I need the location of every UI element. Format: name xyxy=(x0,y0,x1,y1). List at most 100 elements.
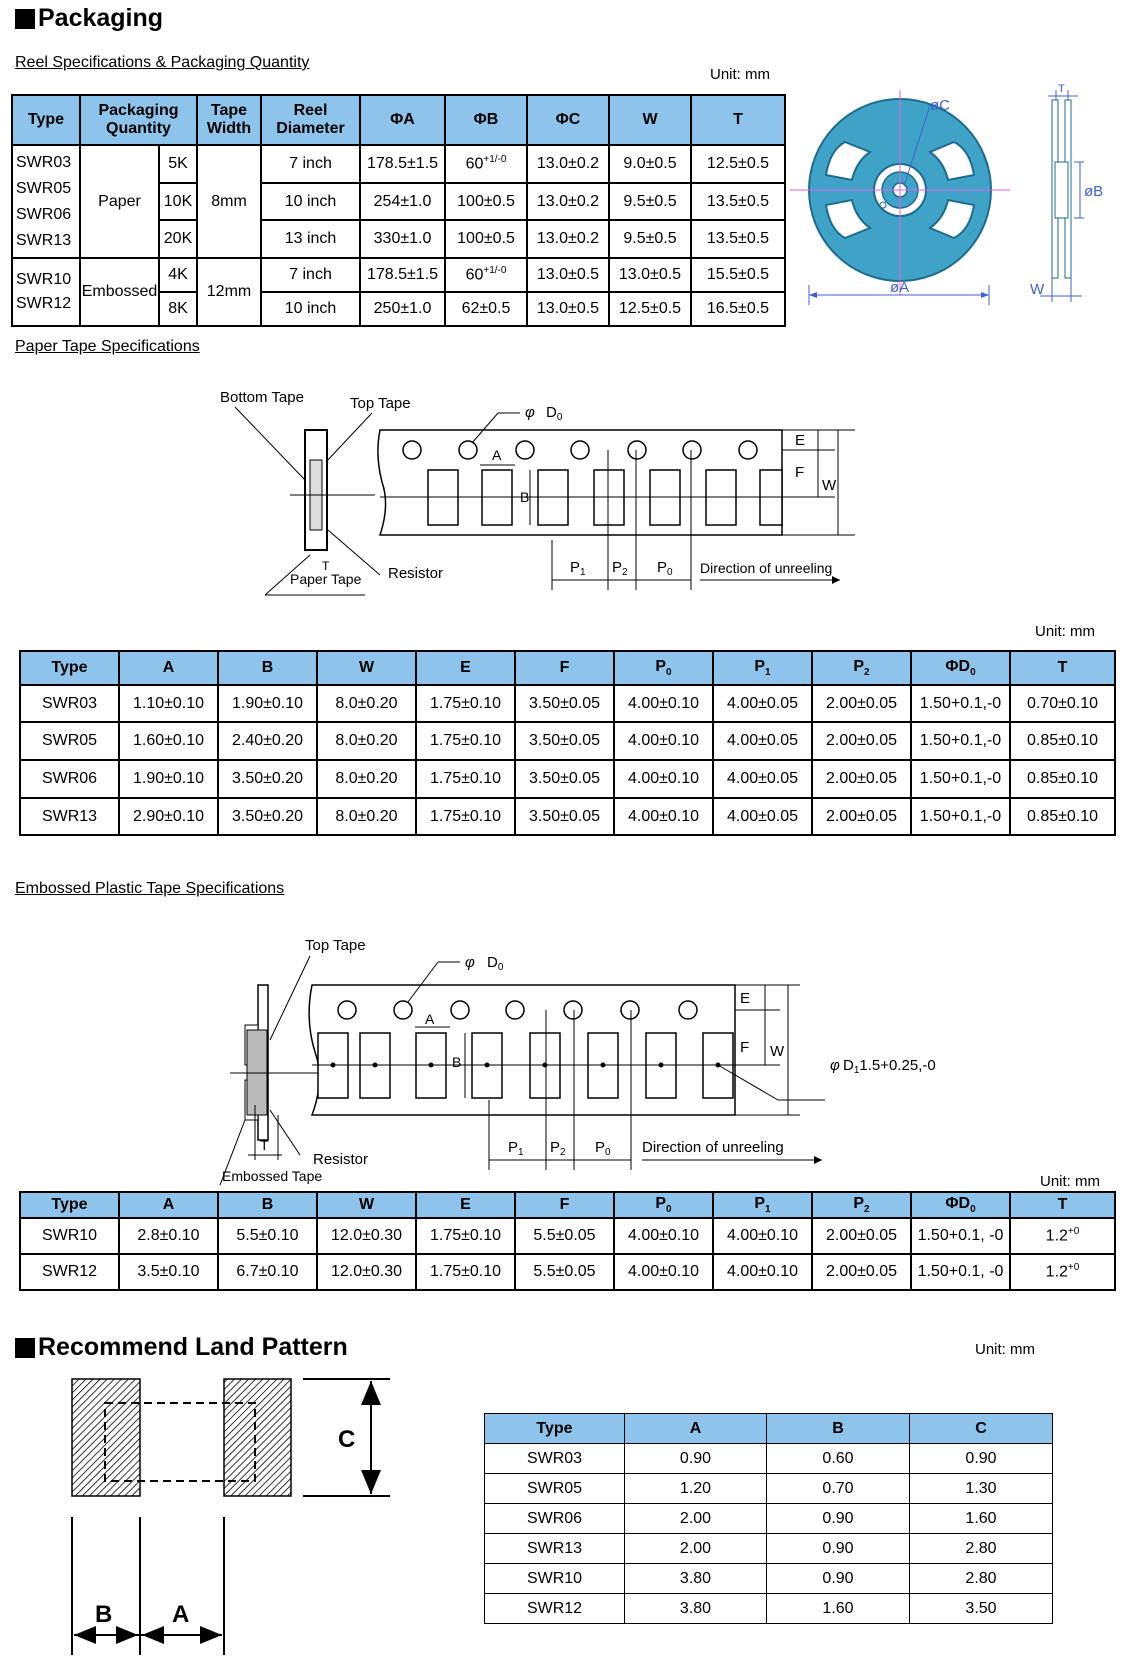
phi-symbol: φ xyxy=(830,1057,840,1074)
header-cell: W xyxy=(316,1191,417,1219)
value-cell: 4.00±0.10 xyxy=(613,1253,714,1291)
arrow-right-icon xyxy=(832,576,840,584)
header-cell: E xyxy=(415,650,516,686)
value-cell: 1.75±0.10 xyxy=(415,721,516,761)
value-cell: 1.75±0.10 xyxy=(415,1217,516,1255)
t-cell: 12.5±0.5 xyxy=(690,144,786,184)
header-cell: C xyxy=(909,1413,1053,1444)
value-cell: 1.50+0.1, -0 xyxy=(910,1217,1011,1255)
value-cell: 2.00±0.05 xyxy=(811,797,912,836)
value-cell: 5.5±0.10 xyxy=(217,1217,318,1255)
dia-cell: 7 inch xyxy=(260,144,361,184)
c-dim-label: C xyxy=(338,1426,355,1453)
land-pattern-title: Recommend Land Pattern xyxy=(38,1333,348,1361)
arrow-right-icon xyxy=(814,1156,822,1164)
b-dim-label: B xyxy=(520,489,529,505)
arrow-down-icon xyxy=(361,1470,381,1494)
value-cell: 3.50±0.05 xyxy=(514,684,615,723)
value-cell: 5.5±0.05 xyxy=(514,1253,615,1291)
packaging-title: Packaging xyxy=(38,4,164,32)
land-unit: Unit: mm xyxy=(975,1341,1035,1358)
c-cell: 13.0±0.2 xyxy=(526,182,610,221)
a-cell: 250±1.0 xyxy=(359,291,446,327)
resistor-label: Resistor xyxy=(313,1151,368,1168)
header-cell: A xyxy=(118,1191,219,1219)
value-cell: 4.00±0.10 xyxy=(712,1217,813,1255)
header-cell: B xyxy=(217,1191,318,1219)
w-cell: 13.0±0.5 xyxy=(608,257,692,293)
qty-cell: 4K xyxy=(158,257,198,293)
value-cell: 2.40±0.20 xyxy=(217,721,318,761)
phi-symbol: φ xyxy=(465,954,475,971)
value-cell: 12.0±0.30 xyxy=(316,1253,417,1291)
value-cell: 1.50+0.1,-0 xyxy=(910,797,1011,836)
embossed-unit: Unit: mm xyxy=(1040,1173,1100,1190)
phi-a-label: øA xyxy=(890,279,909,296)
p1-label: P1 xyxy=(570,559,586,578)
packaging-heading: Packaging xyxy=(15,4,163,33)
a-cell: 178.5±1.5 xyxy=(359,257,446,293)
value-cell: 3.80 xyxy=(624,1563,767,1594)
paper-tape-label: Paper Tape xyxy=(290,571,362,587)
type-cell: SWR06 xyxy=(484,1503,625,1534)
w-cell: 9.5±0.5 xyxy=(608,219,692,259)
value-cell: 4.00±0.10 xyxy=(613,1217,714,1255)
reel-unit: Unit: mm xyxy=(710,66,770,83)
value-cell: 4.00±0.10 xyxy=(613,684,714,723)
e-dim-label: E xyxy=(795,432,805,449)
c-cell: 13.0±0.2 xyxy=(526,144,610,184)
paper-unit: Unit: mm xyxy=(1035,623,1095,640)
material-paper: Paper xyxy=(79,144,160,259)
b-cell: 62±0.5 xyxy=(444,291,528,327)
hdr-w: W xyxy=(608,94,692,146)
header-cell: P2 xyxy=(811,650,912,686)
header-cell: P1 xyxy=(712,650,813,686)
value-cell: 3.50±0.05 xyxy=(514,797,615,836)
value-cell: 0.85±0.10 xyxy=(1009,759,1116,799)
top-tape-label: Top Tape xyxy=(350,395,411,412)
value-cell: 2.00±0.05 xyxy=(811,721,912,761)
value-cell: 1.20 xyxy=(624,1473,767,1504)
sprocket-holes xyxy=(337,1000,698,1020)
value-cell: 3.50±0.05 xyxy=(514,759,615,799)
w-cell: 9.5±0.5 xyxy=(608,182,692,221)
paper-tape-subtitle: Paper Tape Specifications xyxy=(15,338,200,355)
header-cell: T xyxy=(1009,650,1116,686)
c-cell: 13.0±0.5 xyxy=(526,257,610,293)
value-cell: 2.00±0.05 xyxy=(811,684,912,723)
arrow-right-icon xyxy=(200,1626,222,1644)
value-cell: 4.00±0.05 xyxy=(712,684,813,723)
arrow-left-icon xyxy=(74,1626,96,1644)
f-dim-label: F xyxy=(740,1039,749,1056)
type-cell: SWR13 xyxy=(19,797,120,836)
value-cell: 2.80 xyxy=(909,1563,1053,1594)
a-dim-label: A xyxy=(492,447,502,463)
w-cell: 9.0±0.5 xyxy=(608,144,692,184)
hdr-phi-a: ΦA xyxy=(359,94,446,146)
w-cell: 12.5±0.5 xyxy=(608,291,692,327)
b-cell: 60+1/-0 xyxy=(444,144,528,184)
value-cell: 1.2+0 xyxy=(1009,1217,1116,1255)
paper-tape-drawing: Bottom Tape Top Tape T Paper Tape Resist… xyxy=(220,389,855,596)
type-cell: SWR05 xyxy=(484,1473,625,1504)
value-cell: 4.00±0.10 xyxy=(613,759,714,799)
qty-cell: 8K xyxy=(158,291,198,327)
value-cell: 3.50±0.20 xyxy=(217,797,318,836)
value-cell: 4.00±0.05 xyxy=(712,721,813,761)
value-cell: 2.8±0.10 xyxy=(118,1217,219,1255)
header-cell: T xyxy=(1009,1191,1116,1219)
value-cell: 4.00±0.10 xyxy=(712,1253,813,1291)
t-dim-label: T xyxy=(1058,83,1065,95)
value-cell: 1.60±0.10 xyxy=(118,721,219,761)
